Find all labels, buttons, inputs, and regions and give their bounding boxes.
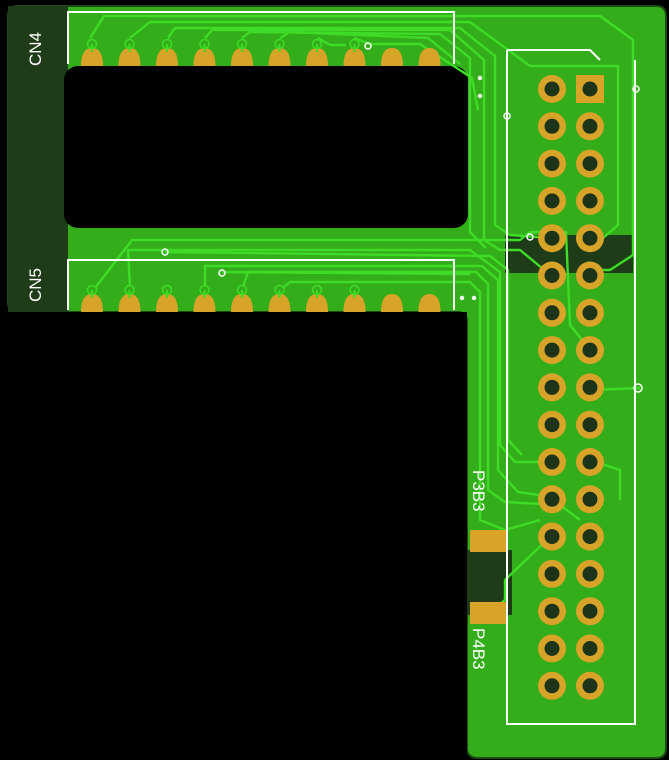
cn4-pin-5[interactable] [231, 38, 253, 67]
connector-pin-20[interactable] [538, 410, 566, 439]
connector-pin-5[interactable] [576, 149, 604, 178]
connector-pin-4[interactable] [538, 112, 566, 141]
cn5-pin-8[interactable] [343, 284, 366, 313]
cn5-pin-10[interactable] [418, 294, 441, 312]
cn5-pin-3[interactable] [156, 284, 178, 313]
connector-pin-9[interactable] [576, 224, 604, 253]
cn5-pin-6[interactable] [268, 284, 291, 313]
connector-pin-13[interactable] [576, 298, 604, 327]
connector-pin-12[interactable] [538, 261, 566, 290]
connector-pin-15[interactable] [576, 336, 604, 365]
connector-pin-8[interactable] [538, 186, 566, 215]
cn5-pin-1[interactable] [81, 284, 103, 313]
cn4-pin-1[interactable] [81, 38, 103, 67]
smd-pad-p3b3[interactable] [470, 530, 506, 552]
connector-pin-23[interactable] [576, 485, 604, 514]
connector-pin-10[interactable] [538, 224, 566, 253]
cn4-pin-3[interactable] [156, 38, 178, 67]
cn4-outline [67, 11, 455, 64]
connector-pin-28[interactable] [538, 559, 566, 588]
label-cn4: CN4 [26, 32, 45, 66]
connector-pin-21[interactable] [576, 448, 604, 476]
connector-pin-11[interactable] [576, 261, 604, 290]
cn4-pins [81, 38, 441, 67]
cn5-pin-9[interactable] [381, 294, 403, 312]
smd-pad-p4b3[interactable] [470, 602, 506, 624]
cn4-pin-9[interactable] [381, 48, 403, 66]
connector-pin-19[interactable] [576, 410, 604, 439]
connector-pin-33[interactable] [576, 671, 604, 700]
connector-pin-17[interactable] [576, 373, 604, 402]
label-p3b3: P3B3 [469, 470, 488, 512]
connector-pin-32[interactable] [538, 634, 566, 663]
connector-pin-3[interactable] [576, 112, 604, 141]
cn5-outline [67, 259, 455, 310]
cn5-pins [81, 284, 441, 313]
label-cn5: CN5 [26, 268, 45, 302]
connector-pin-18[interactable] [538, 373, 566, 402]
cn5-pin-4[interactable] [193, 284, 216, 313]
connector-pin-22[interactable] [538, 448, 566, 476]
connector-pin-6[interactable] [538, 149, 566, 178]
cn5-pin-7[interactable] [306, 284, 328, 313]
cn5-pin-2[interactable] [118, 284, 141, 313]
connector-pin-31[interactable] [576, 634, 604, 663]
connector-pin-2[interactable] [538, 75, 566, 103]
connector-pin-30[interactable] [538, 597, 566, 626]
vias [161, 42, 643, 393]
cn4-pin-6[interactable] [268, 38, 291, 67]
cutout-cn4 [64, 66, 468, 228]
connector-pin-24[interactable] [538, 485, 566, 514]
connector-pin-16[interactable] [538, 336, 566, 365]
cutout-cn5 [0, 312, 467, 760]
connector-pin-29[interactable] [576, 597, 604, 626]
cn4-pin-10[interactable] [418, 48, 441, 66]
connector-pins [538, 75, 604, 700]
connector-pin-1[interactable] [576, 75, 604, 103]
silkscreen-outlines [67, 11, 636, 725]
connector-pin-26[interactable] [538, 522, 566, 551]
cn4-pin-7[interactable] [306, 38, 328, 67]
cn4-pin-2[interactable] [118, 38, 141, 67]
connector-pin-27[interactable] [576, 559, 604, 588]
connector-pin-14[interactable] [538, 298, 566, 327]
connector-pin-25[interactable] [576, 522, 604, 551]
connector-outline [506, 49, 636, 725]
label-p4b3: P4B3 [469, 628, 488, 670]
connector-pin-34[interactable] [538, 671, 566, 700]
cn5-pin-5[interactable] [231, 284, 253, 313]
connector-pin-7[interactable] [576, 186, 604, 215]
cn4-pin-8[interactable] [343, 38, 366, 67]
cn4-pin-4[interactable] [193, 38, 216, 67]
